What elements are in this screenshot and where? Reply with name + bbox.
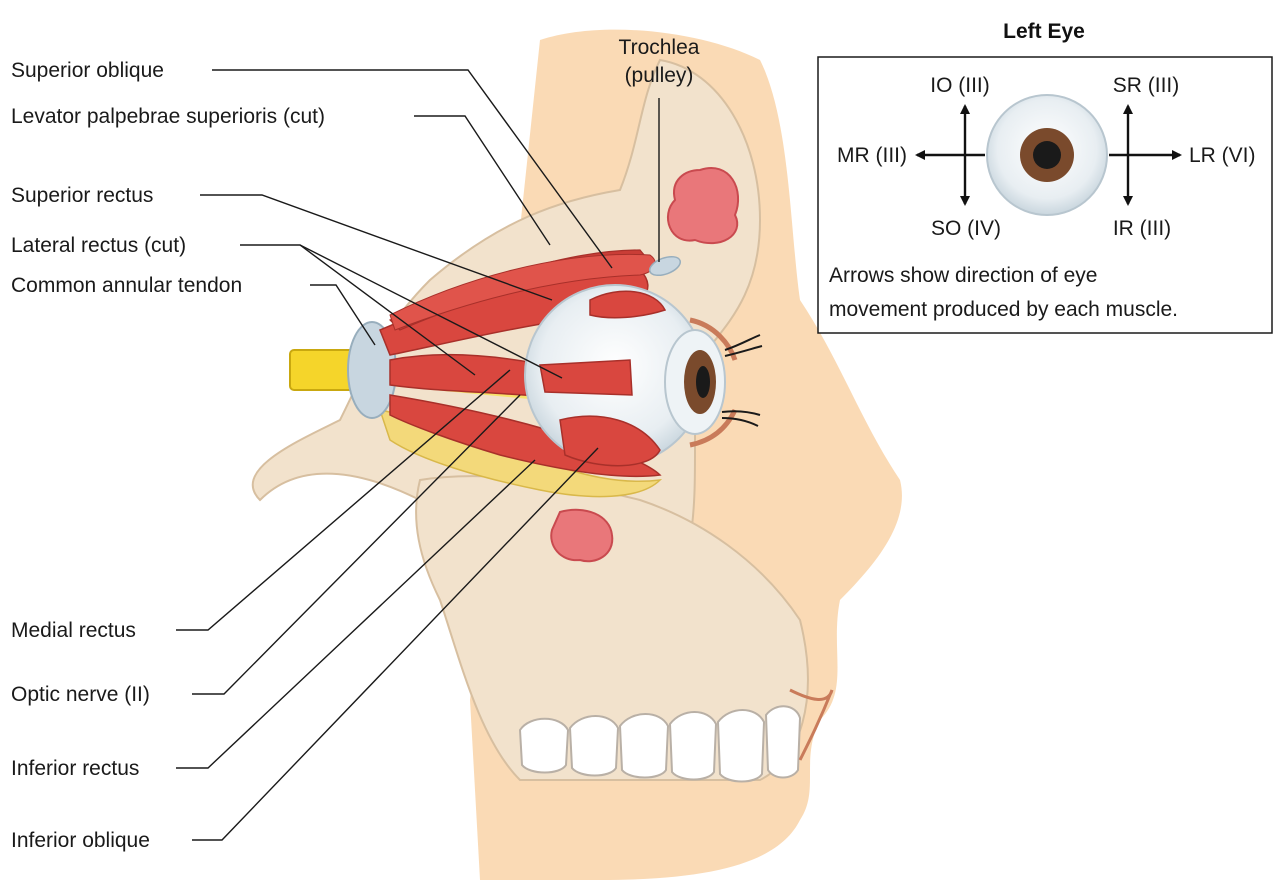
inset-mr: MR (III) [837,144,907,167]
label-superior-rectus: Superior rectus [11,184,153,207]
inset-caption-1: Arrows show direction of eye [829,264,1097,287]
frontal-sinus [668,168,738,243]
inset-pupil [1033,141,1061,169]
inset-io: IO (III) [930,74,990,97]
label-optic-nerve: Optic nerve (II) [11,683,150,706]
lateral-rectus-insertion [540,360,632,395]
inset-caption-2: movement produced by each muscle. [829,298,1178,321]
inset-ir: IR (III) [1113,217,1171,240]
label-inferior-rectus: Inferior rectus [11,757,139,780]
skull-illustration [253,30,902,880]
pupil [696,366,710,398]
inset-so: SO (IV) [931,217,1001,240]
label-medial-rectus: Medial rectus [11,619,136,642]
inset-lr: LR (VI) [1189,144,1256,167]
label-inferior-oblique: Inferior oblique [11,829,150,852]
label-trochlea: Trochlea [619,36,700,59]
maxillary-sinus [551,510,612,562]
inset-title: Left Eye [1003,20,1085,43]
label-lateral-rectus: Lateral rectus (cut) [11,234,186,257]
label-superior-oblique: Superior oblique [11,59,164,82]
label-trochlea-pulley: (pulley) [625,64,694,87]
label-annular-tendon: Common annular tendon [11,274,242,297]
label-levator: Levator palpebrae superioris (cut) [11,105,325,128]
left-eye-inset: Left Eye IO (III) SR (III) MR (III) LR (… [818,20,1272,333]
inset-sr: SR (III) [1113,74,1180,97]
